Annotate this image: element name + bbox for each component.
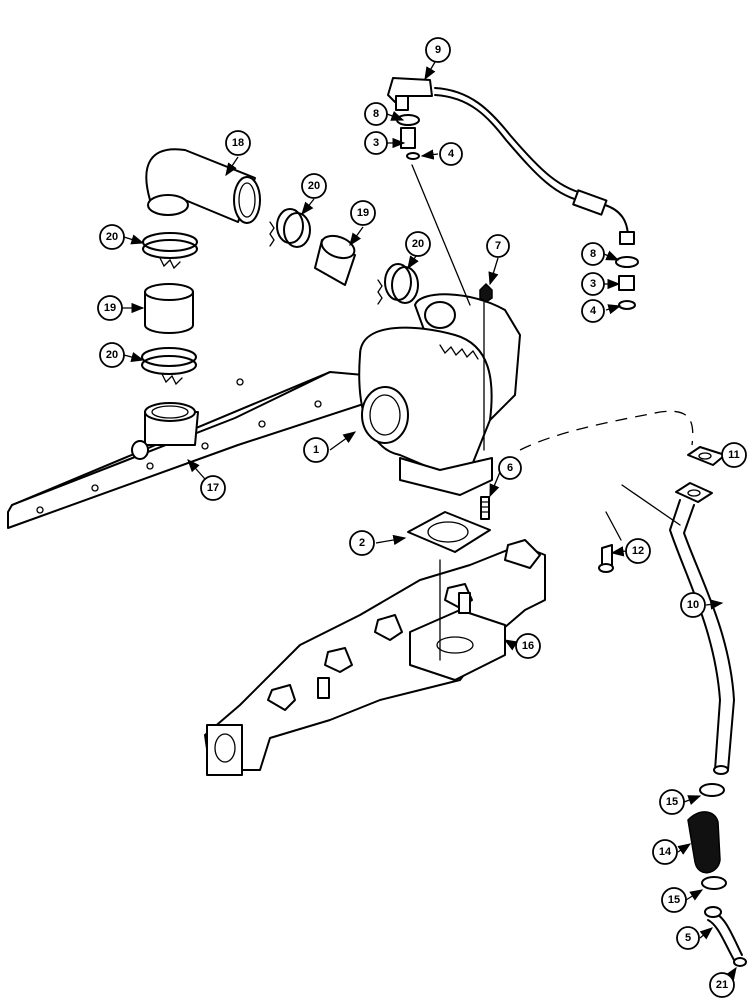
svg-text:9: 9: [435, 44, 441, 56]
turbo-gasket: [407, 511, 491, 553]
callout-11: 11: [721, 442, 747, 468]
callout-8-top: 8: [364, 102, 388, 126]
svg-text:20: 20: [412, 238, 424, 250]
svg-text:3: 3: [373, 137, 379, 149]
elbow-tube: [145, 148, 261, 224]
intake-manifold-plate: [7, 371, 401, 529]
svg-text:4: 4: [590, 305, 597, 317]
oil-return-hose: [687, 783, 747, 967]
callout-12: 12: [625, 538, 651, 564]
callout-14: 14: [652, 839, 678, 865]
svg-text:12: 12: [632, 545, 644, 557]
stud: [480, 496, 490, 520]
callout-2: 2: [349, 530, 375, 556]
callout-16: 16: [515, 633, 541, 659]
oil-feed-line: [387, 77, 635, 245]
callout-15-top: 15: [659, 789, 685, 815]
callout-1: 1: [303, 437, 329, 463]
hose-clamp-left-bottom: [141, 347, 197, 386]
svg-text:18: 18: [232, 137, 244, 149]
callout-20-center: 20: [301, 173, 327, 199]
callout-15-bottom: 15: [661, 887, 687, 913]
svg-text:4: 4: [448, 148, 455, 160]
svg-text:20: 20: [106, 349, 118, 361]
svg-text:8: 8: [590, 248, 596, 260]
exhaust-manifold: [204, 539, 546, 776]
svg-text:20: 20: [106, 231, 118, 243]
callout-6: 6: [498, 456, 522, 480]
callout-8-right: 8: [581, 242, 605, 266]
hose-clamp-right: [377, 263, 419, 305]
svg-text:16: 16: [522, 640, 534, 652]
svg-text:8: 8: [373, 108, 379, 120]
callout-21: 21: [709, 972, 735, 998]
fittings-right: [615, 256, 639, 310]
svg-text:11: 11: [728, 449, 740, 461]
callout-4-right: 4: [581, 299, 605, 323]
callout-9: 9: [425, 37, 451, 63]
svg-text:15: 15: [668, 894, 680, 906]
svg-text:19: 19: [104, 302, 116, 314]
callout-20-left-bottom: 20: [99, 342, 125, 368]
svg-text:1: 1: [313, 444, 319, 456]
svg-text:14: 14: [659, 846, 672, 858]
hose-clamp-left-top: [142, 232, 198, 270]
callout-4-top: 4: [439, 142, 463, 166]
callout-18: 18: [225, 130, 251, 156]
svg-text:20: 20: [308, 180, 320, 192]
hose-sleeve-center: [314, 234, 356, 286]
oil-return-gaskets: [519, 410, 726, 541]
svg-text:15: 15: [666, 796, 678, 808]
callout-3-top: 3: [364, 131, 388, 155]
svg-text:10: 10: [687, 599, 699, 611]
svg-text:21: 21: [716, 979, 728, 991]
hose-sleeve-left: [144, 283, 194, 334]
svg-text:3: 3: [590, 278, 596, 290]
bolt: [598, 544, 614, 573]
callout-17: 17: [200, 475, 226, 501]
callout-3-right: 3: [581, 272, 605, 296]
svg-text:17: 17: [207, 482, 219, 494]
callout-20-right: 20: [405, 231, 431, 257]
svg-text:19: 19: [357, 207, 369, 219]
oil-drain-nut: [479, 282, 493, 451]
oil-return-tube: [669, 499, 735, 775]
turbocharger: [358, 293, 521, 496]
svg-text:6: 6: [507, 462, 513, 474]
svg-text:5: 5: [685, 932, 691, 944]
callout-5: 5: [676, 926, 700, 950]
hose-clamp-center: [269, 208, 311, 248]
callout-19-left: 19: [97, 295, 123, 321]
banjo-fitting-top: [395, 95, 471, 306]
callout-20-left-top: 20: [99, 224, 125, 250]
svg-text:7: 7: [495, 240, 501, 252]
callout-10: 10: [680, 592, 706, 618]
svg-text:2: 2: [359, 537, 365, 549]
callout-19-center: 19: [350, 200, 376, 226]
callout-7: 7: [486, 234, 510, 258]
